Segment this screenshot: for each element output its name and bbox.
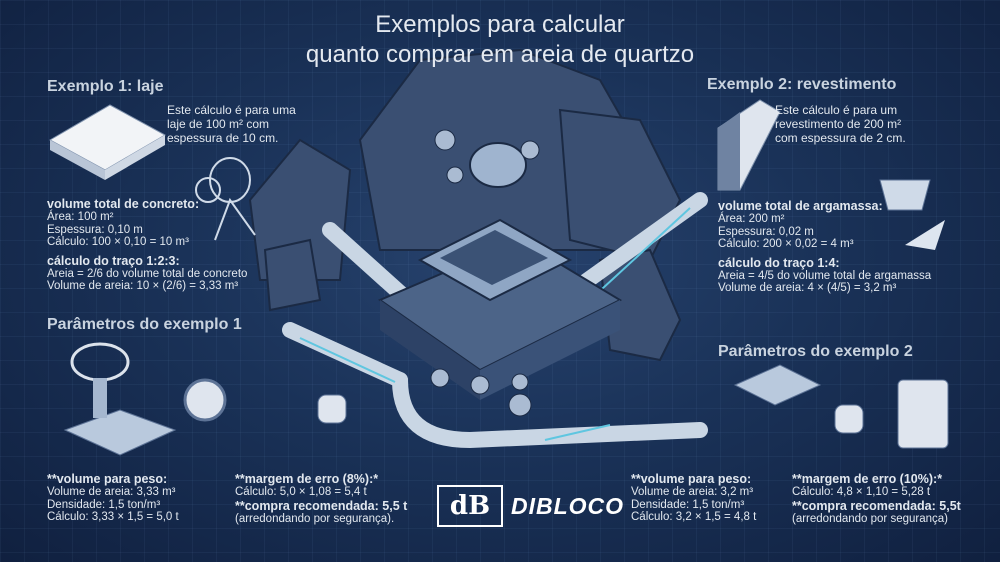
mix-line: Areia = 2/6 do volume total de concreto — [47, 267, 248, 280]
example2-description: Este cálculo é para um revestimento de 2… — [775, 103, 906, 145]
example2-margin-block: **margem de erro (10%):* Cálculo: 4,8 × … — [792, 472, 961, 525]
example2-params-heading: Parâmetros do exemplo 2 — [718, 343, 913, 360]
volume-line: Área: 100 m² — [47, 211, 114, 223]
weight-title: **volume para peso: — [47, 472, 168, 486]
gear-icons — [430, 129, 540, 417]
logo-mark: dB — [437, 485, 503, 527]
weight-line: Cálculo: 3,33 × 1,5 = 5,0 t — [47, 511, 179, 523]
desc-line: com espessura de 2 cm. — [775, 131, 906, 145]
weight-line: Densidade: 1,5 ton/m³ — [631, 498, 745, 511]
weight-line: Densidade: 1,5 ton/m³ — [47, 498, 161, 511]
calculator-icon — [417, 218, 573, 302]
volume-line: Espessura: 0,10 m — [47, 223, 143, 236]
mix-line: Volume de areia: 10 × (2/6) = 3,33 m³ — [47, 280, 239, 292]
desc-line: revestimento de 200 m² — [775, 117, 902, 131]
page-title: Exemplos para calcular quanto comprar em… — [0, 10, 1000, 70]
volume-line: Área: 200 m² — [718, 213, 785, 225]
example1-margin-block: **margem de erro (8%):* Cálculo: 5,0 × 1… — [235, 472, 407, 525]
margin-title: **margem de erro (8%):* — [235, 472, 379, 486]
weight-line: Volume de areia: 3,33 m³ — [47, 486, 176, 498]
volume-line: Cálculo: 100 × 0,10 = 10 m³ — [47, 236, 189, 248]
weight-line: Volume de areia: 3,2 m³ — [631, 486, 754, 498]
purchase-title: **compra recomendada: 5,5 t — [235, 498, 408, 513]
scale-icon — [63, 342, 177, 456]
concrete-mixer-icon — [195, 157, 256, 241]
weight-title: **volume para peso: — [631, 472, 752, 486]
mix-title: cálculo do traço 1:4: — [718, 255, 840, 270]
mix-title: cálculo do traço 1:2:3: — [47, 253, 180, 268]
example1-params-heading: Parâmetros do exemplo 1 — [47, 316, 242, 333]
sand-bag-icon — [897, 379, 949, 449]
title-line-1: Exemplos para calcular — [375, 11, 625, 38]
example1-volume-block: volume total de concreto: Área: 100 m² E… — [47, 197, 247, 293]
purchase-note: (arredondando por segurança) — [792, 512, 948, 525]
margin-line: Cálculo: 4,8 × 1,10 = 5,28 t — [792, 486, 931, 498]
tape-measure-icons — [317, 394, 864, 434]
dibloco-logo: dB DIBLOCO — [437, 485, 624, 527]
example1-heading: Exemplo 1: laje — [47, 78, 164, 95]
mix-line: Volume de areia: 4 × (4/5) = 3,2 m³ — [718, 282, 897, 294]
margin-title: **margem de erro (10%):* — [792, 472, 943, 486]
example1-description: Este cálculo é para uma laje de 100 m² c… — [167, 103, 296, 145]
slab-icon — [48, 104, 167, 180]
clock-gauge-icon — [183, 378, 227, 422]
desc-line: Este cálculo é para uma — [167, 103, 296, 117]
weight-line: Cálculo: 3,2 × 1,5 = 4,8 t — [631, 511, 757, 523]
volume-title: volume total de concreto: — [47, 197, 200, 211]
purchase-title: **compra recomendada: 5,5t — [792, 498, 961, 513]
mix-line: Areia = 4/5 do volume total de argamassa — [718, 269, 932, 282]
volume-line: Espessura: 0,02 m — [718, 225, 814, 238]
desc-line: espessura de 10 cm. — [167, 131, 279, 145]
road-arrows — [299, 207, 691, 441]
bucket-trowel-icon — [879, 179, 945, 250]
purchase-note: (arredondando por segurança). — [235, 512, 395, 525]
plaster-wall-icon — [717, 99, 781, 191]
margin-line: Cálculo: 5,0 × 1,08 = 5,4 t — [235, 486, 367, 498]
example2-heading: Exemplo 2: revestimento — [707, 76, 897, 93]
desc-line: Este cálculo é para um — [775, 103, 898, 117]
volume-line: Cálculo: 200 × 0,02 = 4 m³ — [718, 238, 854, 250]
title-line-2: quanto comprar em areia de quartzo — [305, 41, 695, 68]
desc-line: laje de 100 m² com — [167, 117, 270, 131]
brain-icon — [469, 142, 527, 188]
logo-text: DIBLOCO — [511, 492, 625, 519]
volume-title: volume total de argamassa: — [718, 199, 883, 213]
example2-weight-block: **volume para peso: Volume de areia: 3,2… — [631, 472, 756, 524]
example2-volume-block: volume total de argamassa: Área: 200 m² … — [718, 199, 931, 295]
platform-scale-icon — [733, 364, 822, 406]
example1-weight-block: **volume para peso: Volume de areia: 3,3… — [47, 472, 179, 524]
